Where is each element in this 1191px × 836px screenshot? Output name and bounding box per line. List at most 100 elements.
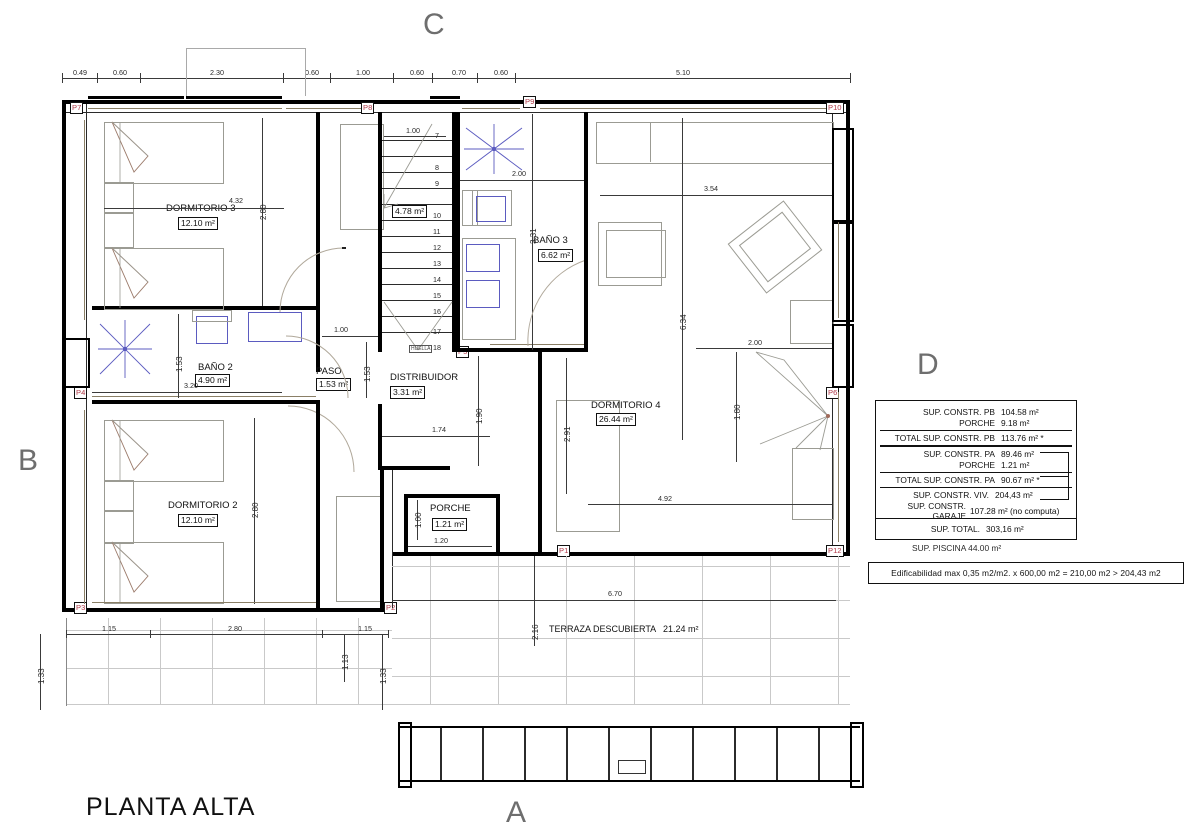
edificabilidad-box: Edificabilidad max 0,35 m2/m2. x 600,00 … [868,562,1184,584]
window-glass [88,108,282,109]
wall-inner-line [92,602,316,603]
wall-d3-east [316,112,320,310]
tile-line [66,704,850,705]
dim-label-2-91: 2.91 [563,426,572,442]
sink-b2 [248,312,302,342]
top-dimension-line [62,78,850,79]
total-bracket [1040,452,1068,453]
table-divider [880,445,1072,447]
dim-label-1-53-b2: 1.53 [175,356,184,372]
dim-label-3-54: 3.54 [704,184,718,193]
room-area-dormitorio-3: 12.10 m² [178,217,218,230]
dim-1-53-b2 [178,314,179,398]
dim-top-4: 1.00 [356,68,370,77]
pergola-post [850,722,864,788]
room-area-porche: 1.21 m² [432,518,468,531]
wall-porche-north [404,494,500,498]
toilet-outline-b3 [472,190,512,226]
dim-label-3-31-b3: 3.31 [529,228,538,244]
dim-label-1-00-porche: 1.00 [414,512,423,528]
wardrobe-d2 [336,496,382,602]
dim-1-00-paso [322,336,378,337]
tile-line [392,638,850,639]
door-swing-icon [527,259,587,347]
dim-label-1-80: 1.80 [733,404,742,420]
stair-tread [382,188,452,189]
sink-b3-2 [466,280,500,308]
table-row: SUP. CONSTR. GARAJE 107.28 m² (no comput… [876,501,1076,521]
toilet-b3 [476,196,506,222]
dim-tick [388,630,389,638]
extension-line [305,48,306,96]
dim-1-20 [408,546,492,547]
dim-1-33-bottom [382,634,383,710]
table-value: 104.58 m² [1001,406,1039,417]
table-row: SUP. CONSTR. PB 104.58 m² [876,406,1076,417]
extension-line [186,48,187,96]
door-tag-p4: P4 [74,387,88,399]
shower-drain-icon [98,320,152,378]
room-area-bano-3: 6.62 m² [538,249,574,262]
room-label-dormitorio-4: DORMITORIO 4 [591,400,661,411]
door-tag-p2: P2 [384,602,398,614]
dim-tick [62,73,63,83]
dim-label-6-70: 6.70 [608,589,622,598]
dim-top-8: 5.10 [676,68,690,77]
table-row: PORCHE 1.21 m² [876,459,1076,470]
wall-b2-east [316,310,320,372]
stair-arrow-icon [383,301,453,351]
door-swing-icon [285,335,349,399]
table-row: SUP. TOTAL. 303,16 m² [876,523,1076,534]
door-tag-p1: P1 [557,545,571,557]
dim-6-70 [392,600,836,601]
table-value: 204,43 m² [995,489,1033,500]
dim-label-2-80-d2: 2.80 [251,502,260,518]
tile-line [838,556,839,704]
total-bracket [1068,452,1069,500]
exterior-wall-north [62,100,850,104]
window-glass [84,120,85,320]
table-label: PORCHE [959,459,995,470]
dim-1-00-porche [417,500,418,540]
dim-tick [140,73,141,83]
dim-label-1-20: 1.20 [434,536,448,545]
dim-label-4-32: 4.32 [229,196,243,205]
nightstand-d3 [104,212,134,248]
dim-4-92 [588,504,832,505]
tile-line [108,618,109,704]
pergola-beam [566,728,568,780]
table-value: 90.67 m² * [1001,474,1040,485]
nightstand-d2 [104,510,134,544]
bed-d2-1 [104,420,224,482]
stair-tread [382,316,452,317]
vanity-b3 [462,238,516,340]
total-bracket [1040,499,1068,500]
table-label: SUP. TOTAL. [930,523,980,534]
wall-b3-west [456,112,460,352]
section-mark-b: B [18,444,39,477]
pergola-frame [398,780,860,782]
wall-inner-line [490,344,586,345]
bed-pillow-fold-icon [111,121,149,182]
terrace-edge-left [66,618,67,706]
wall-inner-line [86,104,87,608]
side-table-d4 [790,300,834,344]
table-row: TOTAL SUP. CONSTR. PB 113.76 m² * [876,432,1076,443]
wardrobe-d4 [792,448,834,520]
room-label-paso: PASO [316,366,342,377]
stair-tread-number: 8 [435,163,439,172]
wall-d4-west-lower [538,352,542,552]
dim-4-32 [104,208,284,209]
dim-bottom-2: 1.15 [358,624,372,633]
bed-d2-2 [104,542,224,604]
stair-tread [382,156,452,157]
stair-tread [382,172,452,173]
door-tag-p12: P12 [826,545,844,557]
dim-label-1-00-paso: 1.00 [334,325,348,334]
table-value: 1.21 m² [1001,459,1030,470]
dim-top-5: 0.60 [410,68,424,77]
stair-tread [382,140,452,141]
window-east-1 [832,128,854,222]
dim-1-53-paso [366,342,367,398]
dim-tick [515,73,516,83]
